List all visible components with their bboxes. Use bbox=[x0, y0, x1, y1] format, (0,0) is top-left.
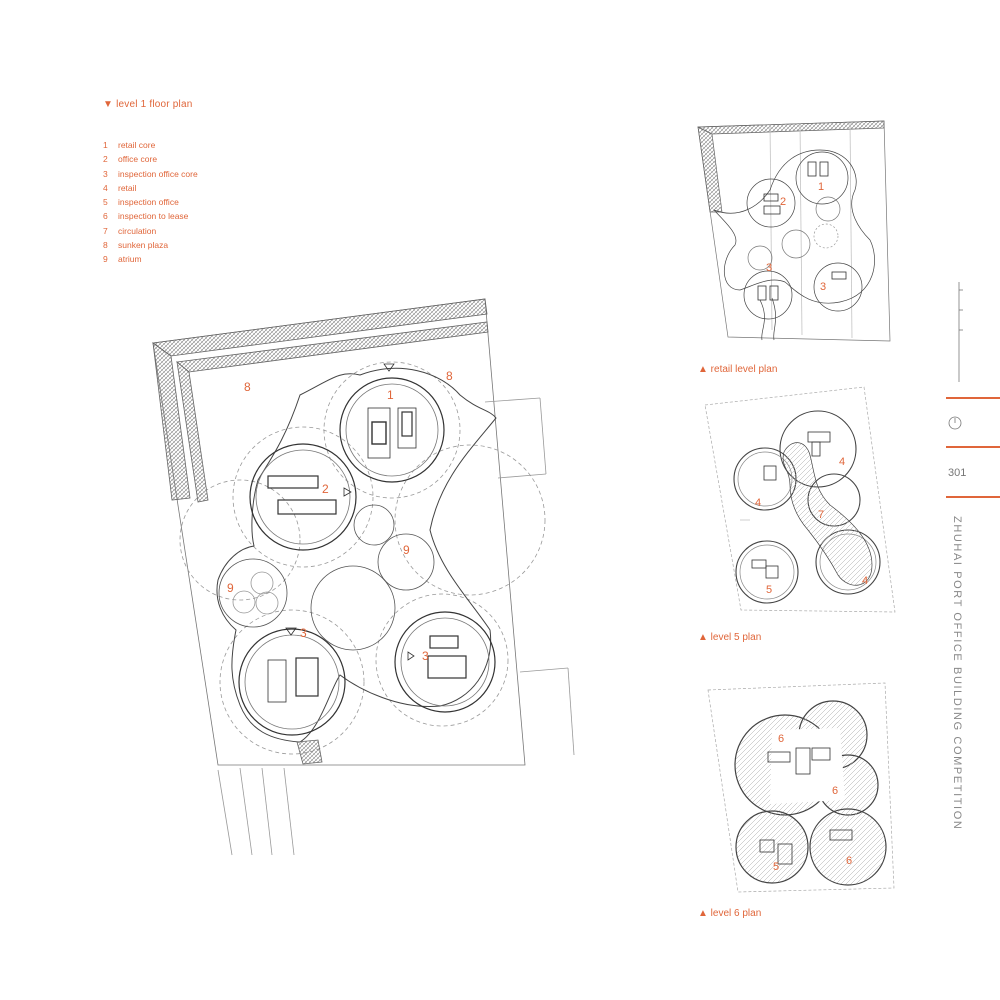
legend-item: 6 inspection to lease bbox=[103, 209, 198, 223]
legend-item: 2 office core bbox=[103, 152, 198, 166]
zone-label: 7 bbox=[818, 509, 824, 521]
page-number: 301 bbox=[948, 467, 967, 479]
main-plan-title: ▼ level 1 floor plan bbox=[103, 99, 193, 110]
zone-label: 2 bbox=[780, 196, 786, 208]
retail-level-plan bbox=[697, 120, 891, 342]
legend-number: 6 bbox=[103, 211, 108, 222]
legend-number: 7 bbox=[103, 225, 108, 236]
sidebar-rule bbox=[946, 496, 1000, 498]
level-6-caption: ▲ level 6 plan bbox=[698, 908, 762, 919]
legend-label: retail core bbox=[118, 140, 156, 150]
legend-label: circulation bbox=[118, 225, 157, 236]
zone-label: 3 bbox=[422, 649, 429, 663]
zone-label: 8 bbox=[446, 369, 453, 383]
legend-label: inspection office bbox=[118, 197, 179, 208]
zone-label: 1 bbox=[387, 388, 394, 402]
legend-label: retail bbox=[118, 182, 137, 193]
zone-label: 8 bbox=[244, 380, 251, 394]
zone-label: 5 bbox=[773, 861, 779, 873]
book-title: ZHUHAI PORT OFFICE BUILDING COMPETITION bbox=[951, 516, 963, 831]
legend-item: 3 inspection office core bbox=[103, 167, 198, 181]
zone-label: 6 bbox=[778, 733, 784, 745]
level-5-plan bbox=[704, 386, 896, 613]
zone-label: 5 bbox=[766, 584, 772, 596]
zone-label: 3 bbox=[766, 262, 772, 274]
level-6-plan bbox=[707, 682, 895, 893]
legend-item: 1 retail core bbox=[103, 138, 198, 152]
level-6-labels: 6 6 5 6 bbox=[773, 733, 852, 873]
plan-legend: 1 retail core 2 office core 3 inspection of… bbox=[103, 138, 198, 267]
legend-item: 7 circulation bbox=[103, 224, 198, 238]
sidebar-rule bbox=[946, 397, 1000, 399]
zone-label: 1 bbox=[818, 181, 824, 193]
legend-label: atrium bbox=[118, 254, 142, 265]
legend-number: 9 bbox=[103, 254, 108, 265]
main-plan-labels: 8 8 1 2 9 9 3 3 bbox=[227, 369, 453, 663]
legend-item: 9 atrium bbox=[103, 252, 198, 266]
zone-label: 6 bbox=[832, 785, 838, 797]
legend-number: 1 bbox=[103, 140, 108, 150]
zone-label: 3 bbox=[300, 626, 307, 640]
legend-number: 2 bbox=[103, 154, 108, 165]
level-1-floor-plan bbox=[151, 298, 575, 856]
legend-number: 4 bbox=[103, 182, 108, 193]
zone-label: 6 bbox=[846, 855, 852, 867]
legend-item: 4 retail bbox=[103, 181, 198, 195]
zone-label: 4 bbox=[839, 456, 845, 468]
legend-label: sunken plaza bbox=[118, 240, 169, 251]
zone-label: 4 bbox=[755, 497, 761, 509]
level-5-labels: 4 4 7 5 4 bbox=[755, 456, 868, 596]
legend-number: 8 bbox=[103, 240, 108, 251]
legend-item: 5 inspection office bbox=[103, 195, 198, 209]
legend-label: inspection to lease bbox=[118, 211, 189, 222]
zone-label: 9 bbox=[227, 581, 234, 595]
scale-bar bbox=[958, 282, 963, 382]
zone-label: 3 bbox=[820, 281, 826, 293]
zone-label: 9 bbox=[403, 543, 410, 557]
legend-number: 5 bbox=[103, 197, 108, 208]
legend-label: inspection office core bbox=[118, 168, 198, 179]
clock-icon bbox=[948, 416, 962, 430]
sidebar-rule bbox=[946, 446, 1000, 448]
zone-label: 4 bbox=[862, 575, 868, 587]
level-5-caption: ▲ level 5 plan bbox=[698, 632, 762, 643]
legend-item: 8 sunken plaza bbox=[103, 238, 198, 252]
zone-label: 2 bbox=[322, 482, 329, 496]
legend-label: office core bbox=[118, 154, 158, 165]
retail-plan-caption: ▲ retail level plan bbox=[698, 364, 778, 375]
retail-plan-labels: 1 2 3 3 bbox=[766, 181, 826, 293]
legend-number: 3 bbox=[103, 168, 108, 179]
